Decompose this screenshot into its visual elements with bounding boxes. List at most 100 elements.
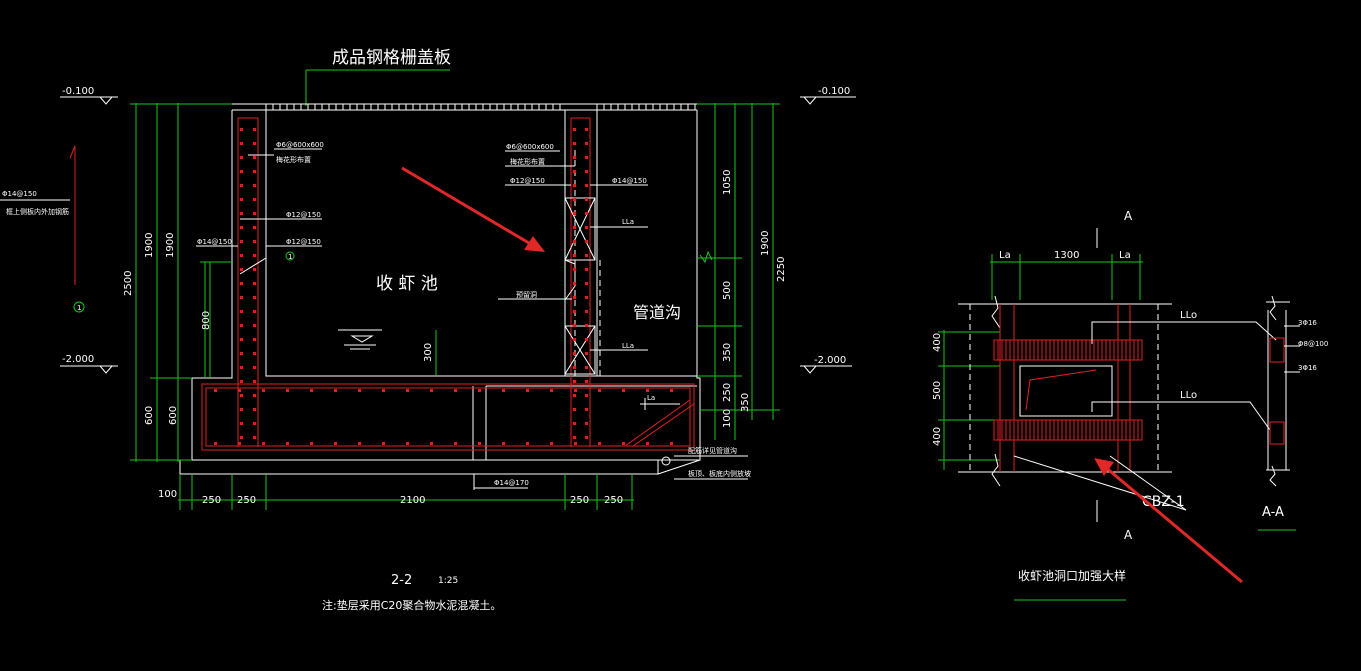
rebar-dot (573, 436, 576, 439)
rebar-dot (573, 198, 576, 201)
rebar-dot (240, 170, 243, 173)
dim-right-350b: 350 (740, 393, 751, 412)
rebar-dot (253, 198, 256, 201)
bar-left-14-label: Φ14@150 (197, 238, 232, 246)
rebar-dot (240, 254, 243, 257)
rebar-dot (622, 442, 625, 445)
svg-text:-2.000: -2.000 (62, 354, 94, 365)
dim-right-1900: 1900 (760, 231, 771, 256)
svg-text:-2.000: -2.000 (814, 355, 846, 366)
rebar-dot (214, 442, 217, 445)
rebar-dot (502, 389, 505, 392)
rebar-dot (253, 282, 256, 285)
rebar-dot (253, 366, 256, 369)
bar-right-14-label: Φ14@150 (612, 177, 647, 185)
rebar-dot (573, 338, 576, 341)
rebar-dot (240, 240, 243, 243)
detail-stirrups-bottom (993, 419, 1143, 441)
rebar-dot (573, 282, 576, 285)
rebar-dot (358, 389, 361, 392)
dim-300: 300 (423, 343, 434, 362)
mesh-right-note: 梅花形布置 (510, 157, 545, 166)
rebar-dot (573, 310, 576, 313)
detail-dim-400b: 400 (932, 427, 943, 446)
rebar-dot (585, 436, 588, 439)
rebar-dot (240, 128, 243, 131)
concrete-outline (179, 110, 701, 475)
rebar-dot (253, 142, 256, 145)
rebar-dot (406, 389, 409, 392)
dim-right-500: 500 (722, 281, 733, 300)
rebar-dot (253, 310, 256, 313)
detail-dim-400a: 400 (932, 333, 943, 352)
annotations-right: Φ6@600x600 梅花形布置 Φ12@150 Φ14@150 LLa LLa… (473, 143, 751, 490)
rebar-dot (240, 352, 243, 355)
dim-bottom-250c: 250 (570, 495, 589, 506)
section-title: 2-2 (391, 573, 412, 588)
highlight-arrow-left (401, 166, 545, 252)
rebar-dot (573, 324, 576, 327)
rebar-dot (406, 442, 409, 445)
rebar-dot (240, 338, 243, 341)
rebar-dot (573, 296, 576, 299)
section-note: 注:垫层采用C20聚合物水泥混凝土。 (322, 598, 501, 612)
cover-plate-label: 成品钢格栅盖板 (332, 48, 451, 68)
rebar-dot (598, 442, 601, 445)
rebar-dot (253, 268, 256, 271)
rebar-dot (253, 240, 256, 243)
rebar-dot (253, 254, 256, 257)
far-left-note: 框上侧板内外加钢筋 (6, 207, 69, 216)
rebar-dot (585, 338, 588, 341)
rebar-dot (526, 389, 529, 392)
rebar-dot (646, 442, 649, 445)
aa-bar-2: Φ8@100 (1298, 340, 1328, 348)
rebar-dot (240, 282, 243, 285)
lla-upper-label: LLa (622, 218, 634, 226)
rebar-dot (585, 156, 588, 159)
detail-title: 收虾池洞口加强大样 (1018, 568, 1126, 583)
rebar-dots (214, 128, 673, 445)
rebar-dot (310, 442, 313, 445)
rebar-dot (240, 422, 243, 425)
rebar-dot (454, 442, 457, 445)
rebar-dot (454, 389, 457, 392)
rebar-dot (585, 170, 588, 173)
section-mark-bottom: A (1124, 528, 1133, 542)
aa-bar-3: 3Φ16 (1298, 364, 1317, 372)
rebar-dot (573, 254, 576, 257)
lla-lower-label: LLa (622, 342, 634, 350)
rebar-dot (585, 128, 588, 131)
dim-bottom-100: 100 (158, 489, 177, 500)
detail-llo-lower: LLo (1180, 390, 1197, 401)
detail-dim-la-left: La (999, 250, 1011, 261)
bar-right-12-label: Φ12@150 (510, 177, 545, 185)
rebar-dot (238, 442, 241, 445)
rebar-dot (240, 310, 243, 313)
rebar-dot (253, 324, 256, 327)
rebar-dot (573, 366, 576, 369)
rebar-dot (585, 408, 588, 411)
rebar-dot (253, 212, 256, 215)
far-left-detail: Φ14@150 框上侧板内外加钢筋 1 (0, 145, 85, 313)
break-mark-right (699, 250, 713, 264)
rebar-dot (240, 394, 243, 397)
rebar-dot (240, 436, 243, 439)
rebar-dot (240, 296, 243, 299)
rebar-dot (585, 268, 588, 271)
rebar-dot (585, 296, 588, 299)
rebar-dot (253, 408, 256, 411)
rebar-dot (573, 212, 576, 215)
marker-1b: 1 (288, 253, 292, 261)
dim-left-1900a: 1900 (144, 233, 155, 258)
rebar-dot (253, 156, 256, 159)
rebar-dot (585, 422, 588, 425)
dim-right-350a: 350 (722, 343, 733, 362)
rebar-dot (585, 282, 588, 285)
aa-title: A-A (1262, 505, 1284, 520)
rebar-dot (253, 128, 256, 131)
rebar-dot (262, 389, 265, 392)
rebar-dot (253, 394, 256, 397)
rebar-dot (573, 408, 576, 411)
rebar-dot (585, 352, 588, 355)
bar-left-12b-label: Φ12@150 (286, 238, 321, 246)
